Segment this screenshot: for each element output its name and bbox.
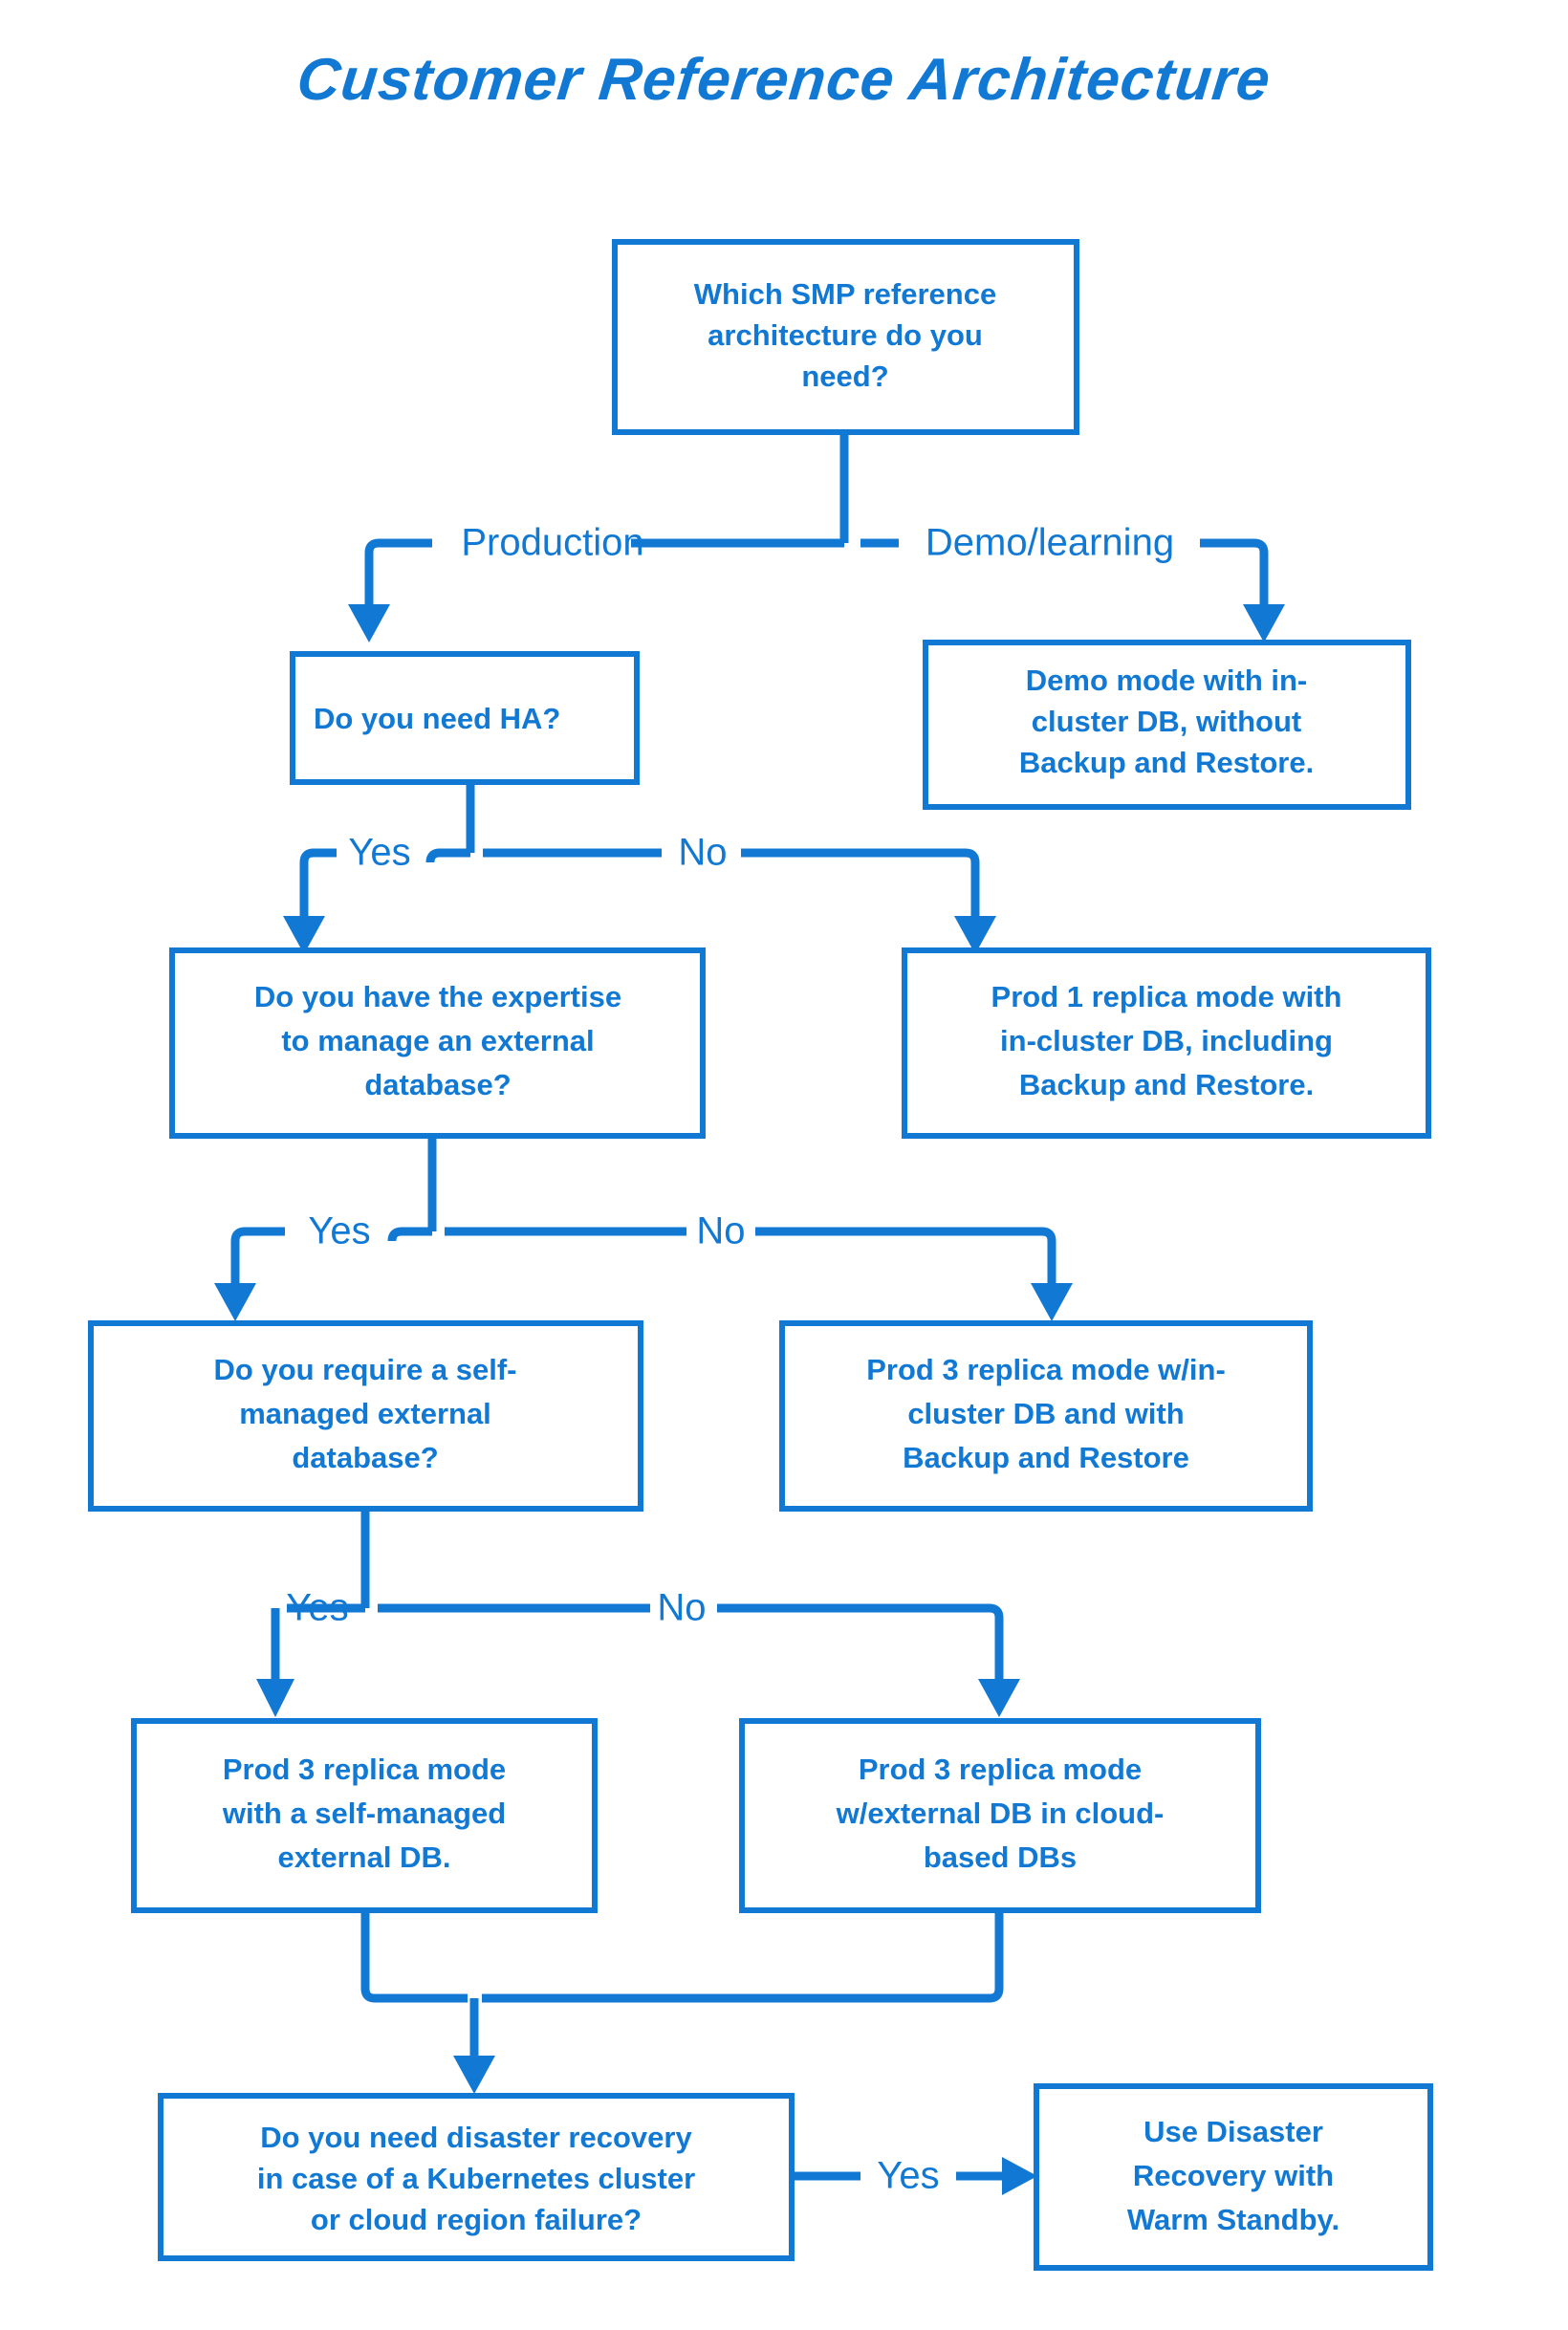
node-line-2: in-cluster DB, including bbox=[1000, 1024, 1333, 1057]
edge-label-production: Production bbox=[461, 522, 643, 564]
node-line-1: Use Disaster bbox=[1143, 2115, 1323, 2148]
node-line-2: cluster DB and with bbox=[907, 1397, 1184, 1430]
edge-label-exp-no: No bbox=[696, 1210, 745, 1252]
node-line-1: Prod 3 replica mode w/in- bbox=[866, 1353, 1226, 1386]
node-line-2: architecture do you bbox=[708, 318, 983, 352]
arrowhead-demo-learning bbox=[1243, 604, 1285, 642]
node-prod-3-replica-in-cluster-db[interactable]: Prod 3 replica mode w/in- cluster DB and… bbox=[779, 1320, 1313, 1512]
node-line-3: based DBs bbox=[924, 1840, 1077, 1874]
edge-label-self-yes: Yes bbox=[286, 1587, 348, 1629]
arrowhead-self-yes bbox=[256, 1679, 294, 1717]
node-demo-mode-in-cluster-db[interactable]: Demo mode with in- cluster DB, without B… bbox=[923, 640, 1411, 810]
node-line-3: database? bbox=[364, 1068, 511, 1101]
node-line-3: database? bbox=[292, 1441, 438, 1474]
node-line-3: need? bbox=[801, 359, 888, 393]
arrowhead-ha-yes bbox=[283, 916, 325, 954]
node-line-1: Prod 3 replica mode bbox=[859, 1753, 1142, 1786]
node-do-you-have-expertise-external-database[interactable]: Do you have the expertise to manage an e… bbox=[169, 947, 706, 1139]
node-line-1: Which SMP reference bbox=[694, 277, 996, 311]
arrowhead-exp-yes bbox=[214, 1283, 256, 1321]
node-prod-1-replica-in-cluster-db[interactable]: Prod 1 replica mode with in-cluster DB, … bbox=[902, 947, 1431, 1139]
node-do-you-need-ha[interactable]: Do you need HA? bbox=[290, 651, 640, 785]
node-line-2: w/external DB in cloud- bbox=[836, 1796, 1165, 1830]
node-line-3: Warm Standby. bbox=[1127, 2203, 1339, 2236]
node-line-3: Backup and Restore. bbox=[1019, 1068, 1314, 1101]
edge-label-exp-yes: Yes bbox=[308, 1210, 370, 1252]
arrowhead-production bbox=[348, 604, 390, 642]
node-line-1: Do you have the expertise bbox=[254, 980, 621, 1013]
node-prod-3-replica-external-db-cloud[interactable]: Prod 3 replica mode w/external DB in clo… bbox=[739, 1718, 1261, 1913]
node-line-1: Do you need HA? bbox=[314, 702, 560, 735]
edge-label-dr-yes: Yes bbox=[877, 2155, 939, 2197]
arrowhead-exp-no bbox=[1031, 1283, 1073, 1321]
node-line-2: Recovery with bbox=[1133, 2159, 1334, 2192]
node-line-3: or cloud region failure? bbox=[311, 2203, 642, 2236]
node-line-3: Backup and Restore bbox=[903, 1441, 1189, 1474]
node-line-1: Do you require a self- bbox=[214, 1353, 517, 1386]
node-which-smp-reference-architecture[interactable]: Which SMP reference architecture do you … bbox=[612, 239, 1079, 435]
edge-merge-to-dr bbox=[360, 1910, 1004, 2056]
edge-ha-split bbox=[299, 782, 980, 916]
edge-label-demo-learning: Demo/learning bbox=[926, 522, 1174, 564]
node-line-2: to manage an external bbox=[281, 1024, 594, 1057]
node-do-you-require-self-managed-external-database[interactable]: Do you require a self- managed external … bbox=[88, 1320, 643, 1512]
edge-expertise-split bbox=[230, 1136, 1056, 1283]
node-line-2: managed external bbox=[239, 1397, 491, 1430]
edge-label-self-no: No bbox=[657, 1587, 706, 1629]
edge-label-ha-yes: Yes bbox=[348, 832, 410, 874]
node-use-disaster-recovery-warm-standby[interactable]: Use Disaster Recovery with Warm Standby. bbox=[1034, 2083, 1433, 2271]
node-line-2: with a self-managed bbox=[222, 1796, 506, 1830]
node-do-you-need-disaster-recovery[interactable]: Do you need disaster recovery in case of… bbox=[158, 2093, 795, 2261]
node-line-1: Prod 1 replica mode with bbox=[991, 980, 1342, 1013]
edge-root-split bbox=[364, 432, 1269, 604]
node-line-3: external DB. bbox=[278, 1840, 451, 1874]
node-line-1: Do you need disaster recovery bbox=[260, 2121, 692, 2154]
node-line-1: Demo mode with in- bbox=[1026, 664, 1308, 697]
edge-selfmanaged-split bbox=[271, 1509, 1004, 1679]
edge-label-ha-no: No bbox=[678, 832, 727, 874]
node-line-1: Prod 3 replica mode bbox=[223, 1753, 506, 1786]
node-line-2: in case of a Kubernetes cluster bbox=[257, 2162, 695, 2195]
node-line-2: cluster DB, without bbox=[1032, 705, 1301, 738]
node-line-3: Backup and Restore. bbox=[1019, 746, 1314, 779]
arrowhead-dr-merge bbox=[453, 2056, 495, 2094]
arrowhead-ha-no bbox=[954, 916, 996, 954]
node-prod-3-replica-self-managed-external-db[interactable]: Prod 3 replica mode with a self-managed … bbox=[131, 1718, 598, 1913]
arrowhead-self-no bbox=[978, 1679, 1020, 1717]
arrowhead-dr-yes bbox=[1002, 2157, 1037, 2195]
